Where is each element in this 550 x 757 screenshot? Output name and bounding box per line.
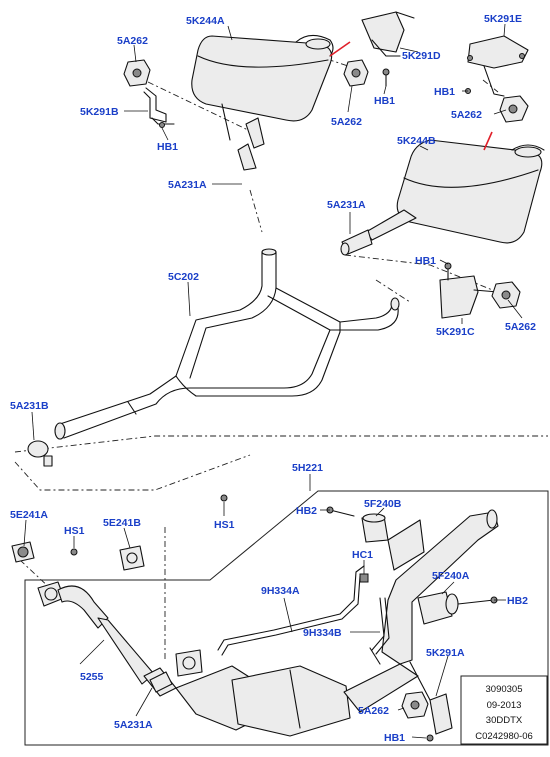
assembly-guide-lines — [14, 59, 548, 660]
label-5k244b: 5K244B — [397, 135, 436, 147]
label-5a262-bottom: 5A262 — [358, 705, 389, 717]
part-labels: 5K244A 5A262 5K291B HB1 5A262 HB1 5K291D… — [10, 13, 536, 744]
label-5k291e: 5K291E — [484, 13, 522, 25]
label-9h334b: 9H334B — [303, 627, 342, 639]
label-hs1-left: HS1 — [64, 525, 85, 537]
label-hb2-right: HB2 — [507, 595, 528, 607]
red-indicator-b — [483, 131, 493, 151]
label-5k244a: 5K244A — [186, 15, 225, 27]
hanger-insulator-top-left — [123, 59, 151, 87]
label-hb1-mid: HB1 — [374, 95, 395, 107]
label-5a262-e: 5A262 — [451, 109, 482, 121]
hanger-bracket-5k291d — [361, 11, 415, 87]
ref-line-2: 09-2013 — [487, 700, 522, 711]
hanger-insulator-right — [491, 281, 521, 309]
label-5a231a-top: 5A231A — [168, 179, 207, 191]
bolt-hb2-left — [326, 506, 355, 517]
label-5255: 5255 — [80, 671, 104, 683]
bolt-hb2-right — [457, 596, 498, 605]
label-5a262-top-left: 5A262 — [117, 35, 148, 47]
label-hs1-mid: HS1 — [214, 519, 235, 531]
label-5f240a: 5F240A — [432, 570, 470, 582]
isolator-5f240a — [417, 591, 459, 625]
label-hb1-bottom: HB1 — [384, 732, 405, 744]
hanger-insulator-top-right — [499, 95, 529, 123]
ref-line-3: 30DDTX — [486, 715, 523, 726]
label-5k291a: 5K291A — [426, 647, 465, 659]
bolt-hb1-bottom — [426, 734, 434, 742]
front-pipe-5255 — [37, 581, 177, 697]
label-9h334a: 9H334A — [261, 585, 300, 597]
intermediate-pipe-5c202 — [54, 248, 400, 440]
label-5a231a-right: 5A231A — [327, 199, 366, 211]
reference-block: 3090305 09-2013 30DDTX C0242980-06 — [475, 684, 533, 742]
catalytic-converter — [175, 663, 419, 737]
ref-line-4: C0242980-06 — [475, 731, 533, 742]
label-5h221: 5H221 — [292, 462, 323, 474]
pipe-clamp-5a231b — [27, 440, 53, 467]
label-hc1: HC1 — [352, 549, 373, 561]
clamp-5a231a-bottom — [149, 671, 173, 693]
sensor-tube-9h334b — [371, 597, 390, 655]
hanger-bracket-5k291b — [143, 87, 175, 128]
label-5a262-mid: 5A262 — [331, 116, 362, 128]
rear-muffler-5k244b — [340, 139, 545, 256]
label-5k291d: 5K291D — [402, 50, 441, 62]
hanger-bracket-5k291a — [409, 661, 453, 735]
label-5e241b: 5E241B — [103, 517, 141, 529]
hanger-insulator-bottom — [401, 691, 429, 719]
rear-muffler-5k244a — [191, 34, 334, 171]
stud-hs1-left — [70, 548, 78, 556]
gasket-5e241a — [11, 541, 35, 563]
label-5c202: 5C202 — [168, 271, 199, 283]
label-5a231a-bottom: 5A231A — [114, 719, 153, 731]
flange-front — [175, 649, 203, 677]
label-5k291c: 5K291C — [436, 326, 475, 338]
sensor-tube-9h334a — [217, 565, 365, 656]
label-hb1-b: HB1 — [157, 141, 178, 153]
isolator-5f240b — [361, 513, 389, 543]
label-hb1-right: HB1 — [415, 255, 436, 267]
label-hb1-e: HB1 — [434, 86, 455, 98]
label-5k291b: 5K291B — [80, 106, 119, 118]
label-5f240b: 5F240B — [364, 498, 402, 510]
gasket-5e241b — [119, 545, 145, 571]
stud-hs1-mid — [220, 494, 228, 502]
ref-line-1: 3090305 — [486, 684, 523, 695]
front-pipe-5h221 — [369, 509, 499, 665]
clip-hc1 — [359, 573, 369, 583]
red-indicator-a — [329, 41, 351, 57]
label-5a262-right: 5A262 — [505, 321, 536, 333]
label-hb2-left: HB2 — [296, 505, 317, 517]
hanger-insulator-mid — [343, 59, 369, 87]
label-5e241a: 5E241A — [10, 509, 48, 521]
leader-lines — [23, 23, 523, 739]
label-5a231b: 5A231B — [10, 400, 49, 412]
hanger-bracket-5k291e — [467, 35, 529, 97]
front-assembly-frame — [24, 490, 549, 746]
hanger-bracket-5k291c — [439, 262, 499, 319]
